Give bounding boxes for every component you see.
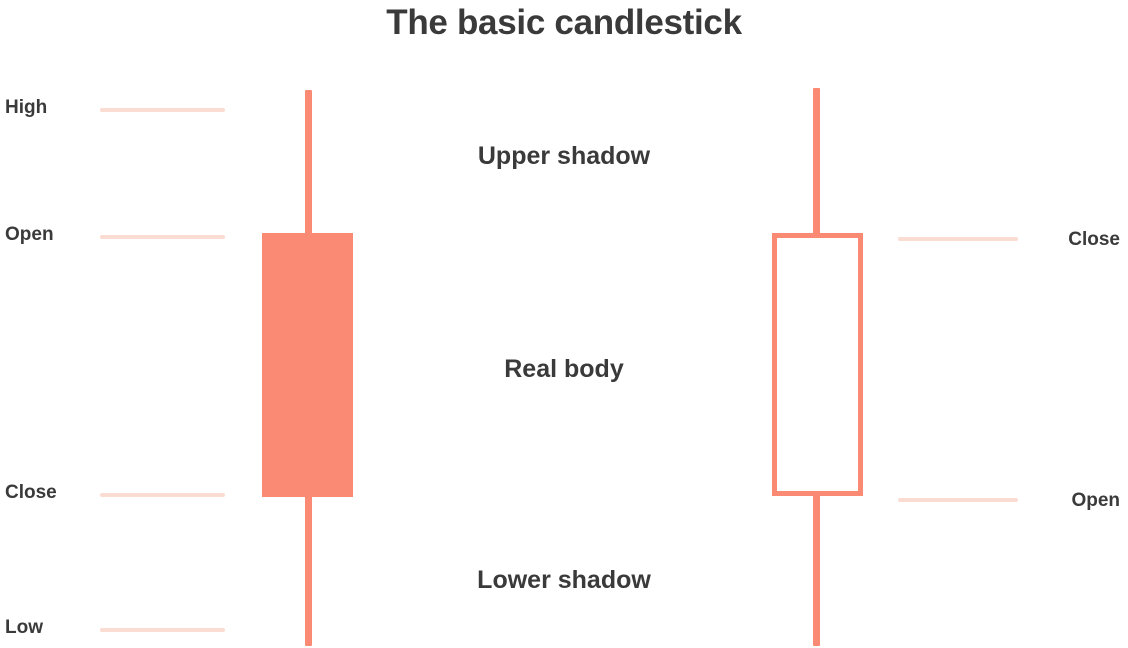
label-high: High (5, 97, 48, 118)
label-close-left: Close (5, 482, 57, 503)
guide-line-close-right (898, 237, 1018, 241)
guide-line-low (100, 628, 225, 632)
annotation-upper-shadow: Upper shadow (477, 142, 651, 170)
guide-line-open-left (100, 235, 225, 239)
candlestick-bearish-body (262, 233, 353, 497)
annotation-real-body: Real body (504, 355, 624, 383)
candlestick-bullish-body (772, 233, 863, 496)
page-title: The basic candlestick (386, 3, 742, 42)
guide-line-high (100, 108, 225, 112)
annotation-lower-shadow: Lower shadow (477, 566, 651, 594)
guide-line-open-right (898, 498, 1018, 502)
label-low: Low (5, 617, 43, 638)
label-close-right: Close (1068, 229, 1120, 250)
guide-line-close-left (100, 493, 225, 497)
label-open-right: Open (1071, 490, 1120, 511)
label-open-left: Open (5, 224, 54, 245)
